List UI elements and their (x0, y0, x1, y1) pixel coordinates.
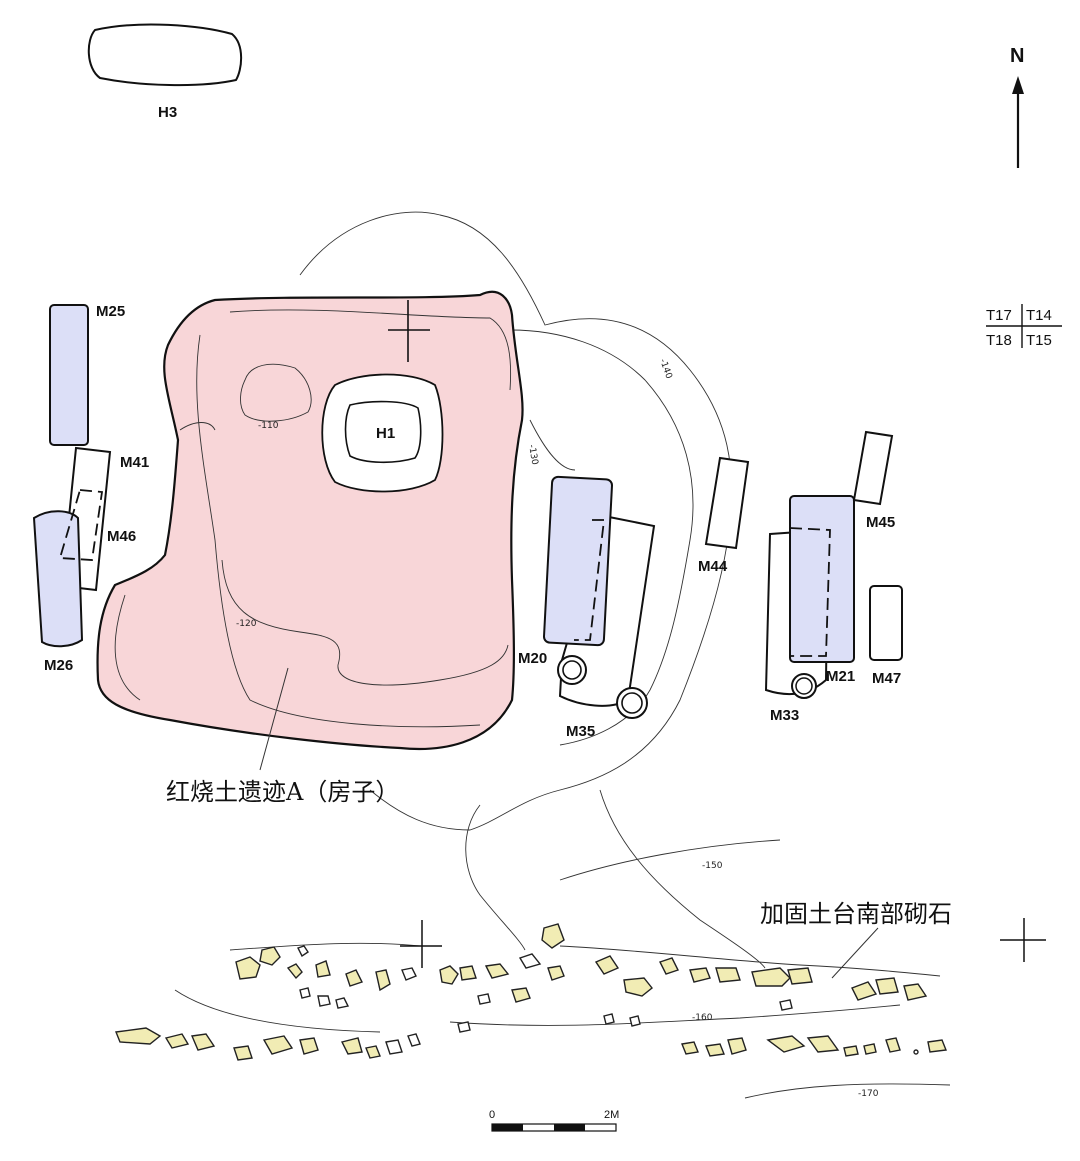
contour-label-130: -130 (526, 444, 539, 466)
annotation-house: 红烧土遗迹A（房子） (166, 778, 399, 806)
burnt-earth-area-a (96, 290, 524, 751)
label-m33: M33 (770, 707, 799, 724)
scale-bar: 0 2M (489, 1109, 619, 1132)
contour-150-line (559, 839, 781, 881)
burnt-earth-contour-110 (240, 363, 312, 422)
label-h1: H1 (376, 425, 395, 442)
burnt-earth-inner-contour (196, 309, 512, 728)
house-leader-line (259, 667, 289, 771)
grid-t18: T18 (986, 332, 1012, 349)
grid-reference: T17 T14 T18 T15 (986, 304, 1062, 349)
datum-cross-south-west (400, 920, 442, 968)
contour-label-160: -160 (692, 1013, 713, 1023)
north-label: N (1010, 45, 1024, 67)
contour-label-150: -150 (702, 861, 723, 871)
contour-south-band-upper (229, 942, 941, 977)
contour-label-110: -110 (258, 421, 279, 431)
label-m25: M25 (96, 303, 125, 320)
grid-t15: T15 (1026, 332, 1052, 349)
label-h3: H3 (158, 104, 177, 121)
datum-cross-north (388, 300, 430, 362)
burnt-earth-contour-120 (221, 559, 509, 686)
grid-t14: T14 (1026, 307, 1052, 324)
grid-t17: T17 (986, 307, 1012, 324)
label-m44: M44 (698, 558, 728, 575)
grave-m20 (543, 475, 613, 647)
label-m20: M20 (518, 650, 547, 667)
masonry-stones (115, 923, 947, 1061)
pot-icon (616, 687, 648, 719)
contour-south-lobe (465, 789, 766, 969)
grave-m45 (852, 430, 894, 506)
label-m21: M21 (826, 668, 855, 685)
contour-label-140: -140 (657, 358, 673, 381)
contour-south-band-lower (174, 989, 901, 1033)
grave-m25 (49, 304, 89, 446)
pit-h3-outline (87, 23, 243, 87)
scale-start-label: 0 (489, 1109, 495, 1121)
datum-cross-south-east (1000, 918, 1046, 962)
stones-leader-line (831, 927, 879, 979)
scale-end-label: 2M (604, 1109, 619, 1121)
contour-label-170: -170 (858, 1089, 879, 1099)
grave-m21-dashed (789, 527, 831, 657)
grave-m21 (789, 495, 855, 663)
grave-m26 (32, 510, 84, 648)
label-m35: M35 (566, 723, 595, 740)
grave-m46-dashed (58, 489, 104, 561)
label-m46: M46 (107, 528, 136, 545)
pot-icon (791, 673, 817, 699)
contour-140 (529, 419, 576, 471)
label-m47: M47 (872, 670, 901, 687)
grave-m44 (704, 456, 750, 550)
label-m26: M26 (44, 657, 73, 674)
contour-170-line (744, 1083, 951, 1099)
grave-m47 (869, 585, 903, 661)
label-m41: M41 (120, 454, 149, 471)
burnt-earth-lobe (114, 422, 216, 701)
pit-h1-inner (344, 400, 422, 464)
label-m45: M45 (866, 514, 895, 531)
north-arrow-icon (1012, 76, 1024, 168)
grave-m20-dashed (574, 519, 606, 641)
pot-icon (557, 655, 587, 685)
contour-label-120: -120 (236, 619, 257, 629)
annotation-stones: 加固土台南部砌石 (760, 900, 952, 928)
